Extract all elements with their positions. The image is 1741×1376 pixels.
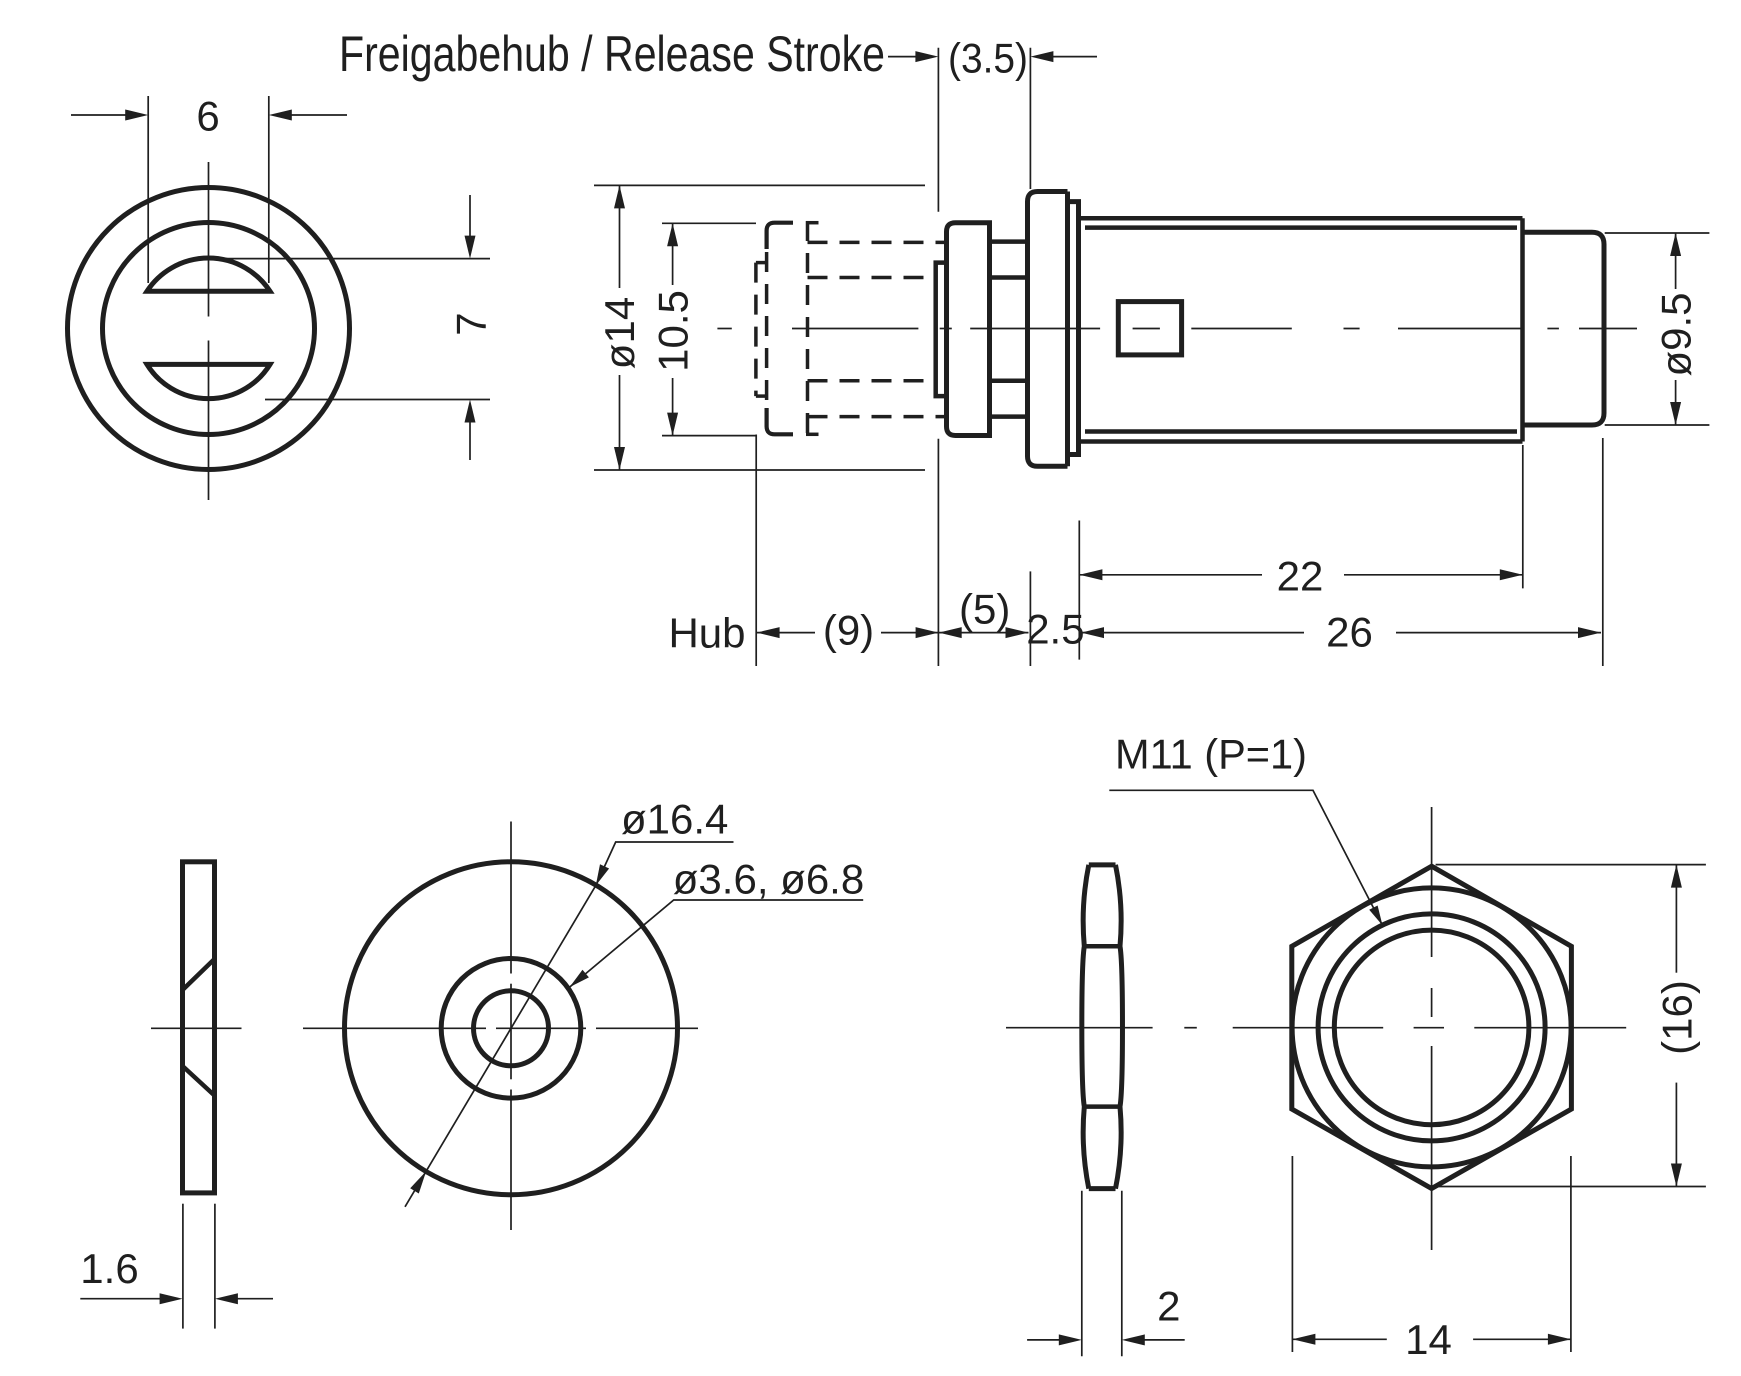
svg-text:Freigabehub / Release Stroke: Freigabehub / Release Stroke [339,26,885,82]
svg-text:7: 7 [448,312,495,335]
svg-text:Hub: Hub [668,610,745,657]
svg-text:26: 26 [1326,609,1373,656]
svg-text:1.6: 1.6 [80,1245,138,1292]
svg-text:ø9.5: ø9.5 [1653,292,1700,376]
svg-text:10.5: 10.5 [650,290,697,372]
svg-text:2: 2 [1157,1283,1180,1330]
svg-text:2.5: 2.5 [1026,606,1084,653]
svg-text:(3.5): (3.5) [948,35,1028,82]
svg-text:(16): (16) [1654,980,1701,1055]
svg-text:ø14: ø14 [596,297,643,369]
svg-text:ø3.6, ø6.8: ø3.6, ø6.8 [673,855,864,902]
svg-text:M11 (P=1): M11 (P=1) [1115,731,1307,778]
svg-text:ø16.4: ø16.4 [621,796,728,843]
svg-text:14: 14 [1405,1316,1452,1363]
svg-text:(9): (9) [823,607,874,654]
svg-text:22: 22 [1277,552,1324,599]
svg-text:(5): (5) [959,586,1010,633]
svg-text:6: 6 [196,93,219,140]
